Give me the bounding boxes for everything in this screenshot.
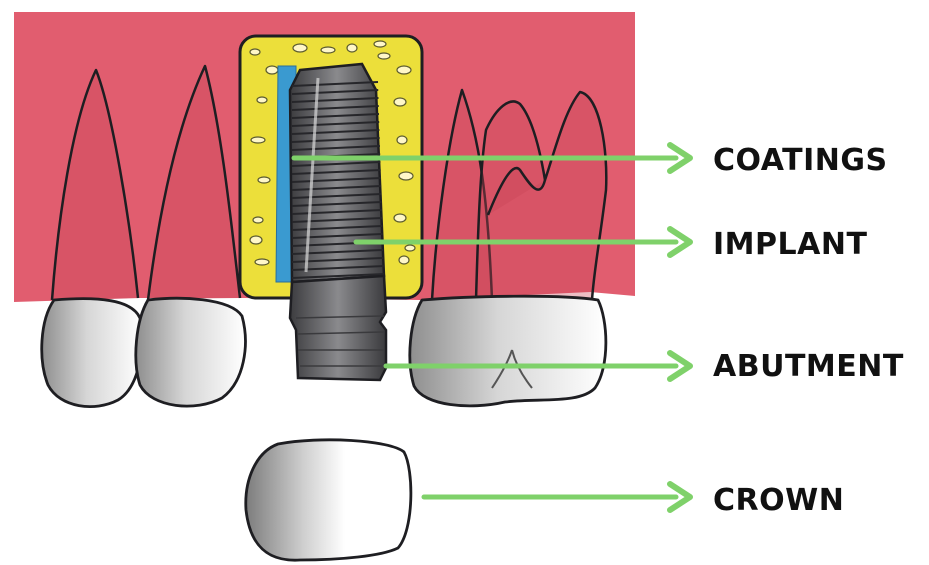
tooth-crown-left-1 bbox=[42, 299, 142, 407]
bone-granule bbox=[255, 259, 269, 265]
bone-granule bbox=[258, 177, 270, 183]
bone-granule bbox=[397, 136, 407, 144]
bone-granule bbox=[347, 44, 357, 52]
bone-granule bbox=[293, 44, 307, 52]
bone-granule bbox=[394, 98, 406, 106]
bone-granule bbox=[266, 66, 278, 74]
abutment bbox=[290, 276, 386, 380]
bone-granule bbox=[394, 214, 406, 222]
bone-granule bbox=[251, 137, 265, 143]
bone-granule bbox=[250, 49, 260, 55]
tooth-crown-right-molar bbox=[410, 296, 606, 406]
bone-granule bbox=[405, 245, 415, 251]
bone-granule bbox=[250, 236, 262, 244]
bone-granule bbox=[399, 256, 409, 264]
implant-crown bbox=[246, 440, 411, 560]
bone-granule bbox=[399, 172, 413, 180]
label-implant: IMPLANT bbox=[713, 227, 867, 262]
label-coatings: COATINGS bbox=[713, 143, 888, 178]
bone-granule bbox=[397, 66, 411, 74]
label-abutment: ABUTMENT bbox=[713, 349, 904, 384]
arrow-crown-icon bbox=[424, 484, 690, 510]
label-crown: CROWN bbox=[713, 483, 844, 518]
bone-granule bbox=[378, 53, 390, 59]
bone-granule bbox=[257, 97, 267, 103]
bone-granule bbox=[321, 47, 335, 53]
tooth-crown-left-2 bbox=[136, 298, 246, 406]
bone-granule bbox=[253, 217, 263, 223]
bone-granule bbox=[374, 41, 386, 47]
